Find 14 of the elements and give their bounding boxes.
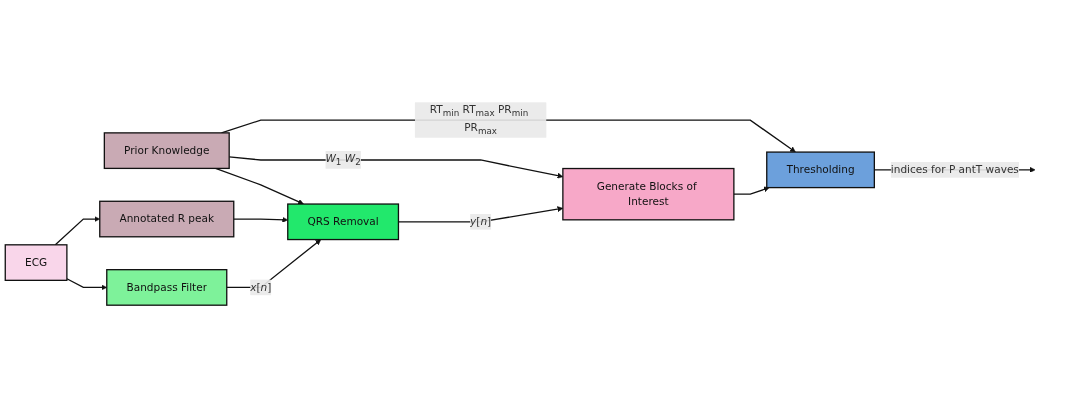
- edge-label: indices for P antT waves: [890, 163, 1019, 177]
- arrow: [733, 186, 770, 196]
- node-box: QRS Removal: [287, 203, 400, 241]
- node-box: ECG: [4, 244, 68, 282]
- edge-label: W$_{1}$ W$_{2}$: [325, 152, 361, 168]
- edge-label: x[n]: [250, 281, 272, 294]
- edge-label: RT$_{min}$ RT$_{max}$ PR$_{min}$ PR$_{max}$: [429, 103, 529, 137]
- arrow: [233, 217, 288, 223]
- node-box: Prior Knowledge: [103, 132, 230, 170]
- node-box: Thresholding: [766, 151, 875, 189]
- node-box: Bandpass Filter: [106, 269, 228, 307]
- node-box: Annotated R peak: [99, 200, 235, 238]
- node-box: Generate Blocks of Interest: [562, 168, 735, 221]
- edge-label: y[n]: [470, 215, 492, 228]
